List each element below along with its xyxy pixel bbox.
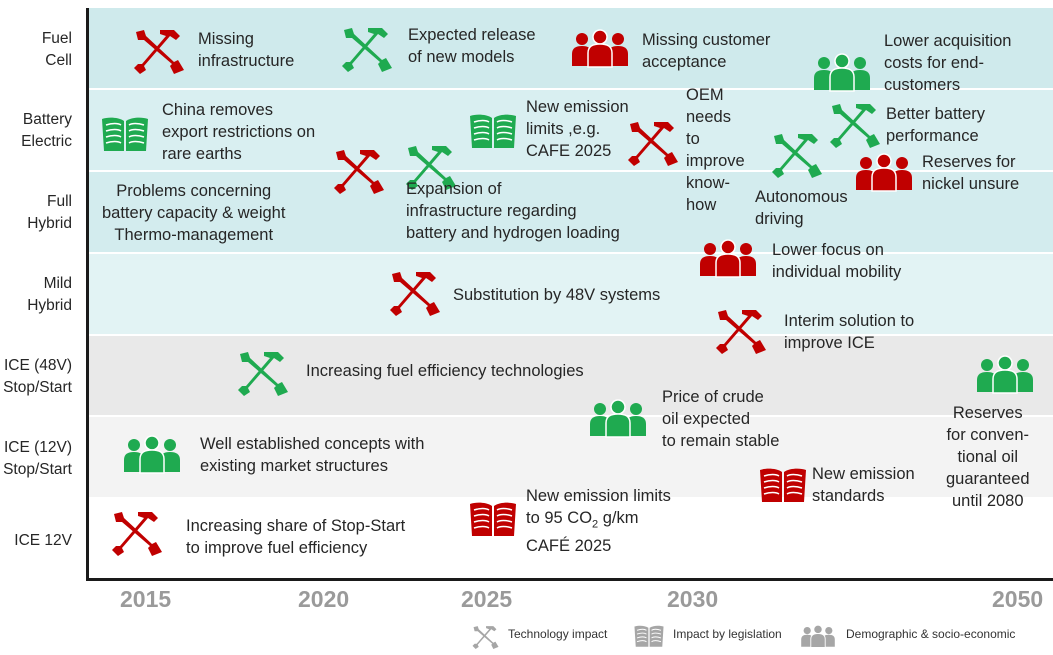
book-icon [468, 500, 518, 538]
band-ice-12v [89, 499, 1053, 578]
year-2030: 2030 [667, 586, 719, 612]
people-icon [975, 354, 1035, 394]
people-icon [570, 28, 630, 68]
people-icon [698, 238, 758, 278]
item-new-emission-95-l2a: to 95 CO [526, 509, 593, 527]
item-increasing-fuel-eff: Increasing fuel efficiency technologies [306, 362, 584, 380]
item-increasing-share: Increasing share of Stop-Start to improv… [186, 517, 406, 557]
item-well-established: Well established concepts with existing … [200, 435, 425, 475]
row-label-ice-48v: ICE (48V) Stop/Start [3, 357, 72, 396]
item-china-removes: China removes export restrictions on rar… [162, 101, 316, 163]
item-missing-infrastructure: Missing infrastructure [198, 30, 295, 70]
tools-icon [130, 26, 186, 76]
tools-icon [402, 142, 458, 192]
people-icon [812, 52, 872, 92]
legend-people-icon [800, 624, 836, 648]
book-icon [100, 115, 150, 153]
tools-icon [768, 130, 824, 180]
item-new-emission-standards: New emission standards [812, 465, 915, 505]
item-autonomous: Autonomous driving [755, 188, 848, 228]
tools-icon [624, 118, 680, 168]
item-new-emission-95-l2b: g/km [598, 509, 639, 527]
item-new-emission-95: New emission limits to 95 CO2 g/km CAFÉ … [526, 485, 671, 557]
band-ice-48v [89, 336, 1053, 415]
people-icon [122, 434, 182, 474]
row-label-ice-12v-ss: ICE (12V) Stop/Start [3, 439, 72, 478]
item-lower-focus: Lower focus on individual mobility [772, 241, 902, 281]
year-2020: 2020 [298, 586, 350, 612]
item-interim-solution: Interim solution to improve ICE [784, 312, 915, 352]
row-label-full-hybrid: Full Hybrid [27, 193, 72, 232]
legend-technology: Technology impact [508, 627, 608, 641]
tools-icon [330, 146, 386, 196]
band-mild-hybrid [89, 254, 1053, 334]
tools-icon [108, 508, 164, 558]
legend-book-icon [633, 624, 665, 648]
row-label-ice-12v: ICE 12V [14, 532, 72, 549]
year-2025: 2025 [461, 586, 513, 612]
book-icon [758, 466, 808, 504]
book-icon [468, 112, 518, 150]
row-label-battery-electric: Battery Electric [21, 111, 72, 150]
tools-icon [338, 24, 394, 74]
item-missing-customer: Missing customer acceptance [642, 31, 771, 71]
item-reserves-oil: Reserves for conven- tional oil guarante… [946, 404, 1030, 510]
x-axis-line [86, 578, 1053, 581]
item-problems-battery: Problems concerning battery capacity & w… [102, 182, 286, 244]
band-fuel-cell [89, 8, 1053, 88]
band-ice-12v-ss [89, 417, 1053, 497]
item-new-emission-limits-eg: New emission limits ,e.g. CAFE 2025 [526, 98, 629, 160]
item-new-emission-95-line3: CAFÉ 2025 [526, 537, 612, 556]
item-new-emission-95-sub: 2 [592, 518, 599, 531]
people-icon [854, 152, 914, 192]
year-2015: 2015 [120, 586, 172, 612]
tools-icon [234, 348, 290, 398]
item-new-emission-95-line1: New emission limits [526, 487, 671, 505]
item-substitution-48v: Substitution by 48V systems [453, 286, 661, 304]
item-reserves-nickel: Reserves for nickel unsure [922, 153, 1020, 193]
item-expansion-infra: Expansion of infrastructure regarding ba… [406, 180, 620, 242]
legend-tools-icon [470, 624, 500, 650]
legend-demographic: Demographic & socio-economic [846, 627, 1016, 641]
legend-legislation: Impact by legislation [673, 627, 782, 641]
row-label-fuel-cell: Fuel Cell [41, 30, 72, 69]
item-new-emission-95-line2: to 95 CO2 g/km [526, 507, 671, 535]
item-price-crude: Price of crude oil expected to remain st… [662, 388, 780, 450]
tools-icon [826, 100, 882, 150]
item-oem-needs: OEM needs to improve know- how [686, 86, 745, 214]
y-axis-line [86, 8, 89, 581]
item-better-battery: Better battery performance [886, 105, 986, 145]
item-expected-release: Expected release of new models [408, 26, 536, 66]
band-battery-electric [89, 90, 1053, 170]
item-lower-acquisition: Lower acquisition costs for end- custome… [884, 32, 1012, 94]
tools-icon [712, 306, 768, 356]
year-2050: 2050 [992, 586, 1044, 612]
tools-icon [386, 268, 442, 318]
row-label-mild-hybrid: Mild Hybrid [27, 275, 72, 314]
people-icon [588, 398, 648, 438]
